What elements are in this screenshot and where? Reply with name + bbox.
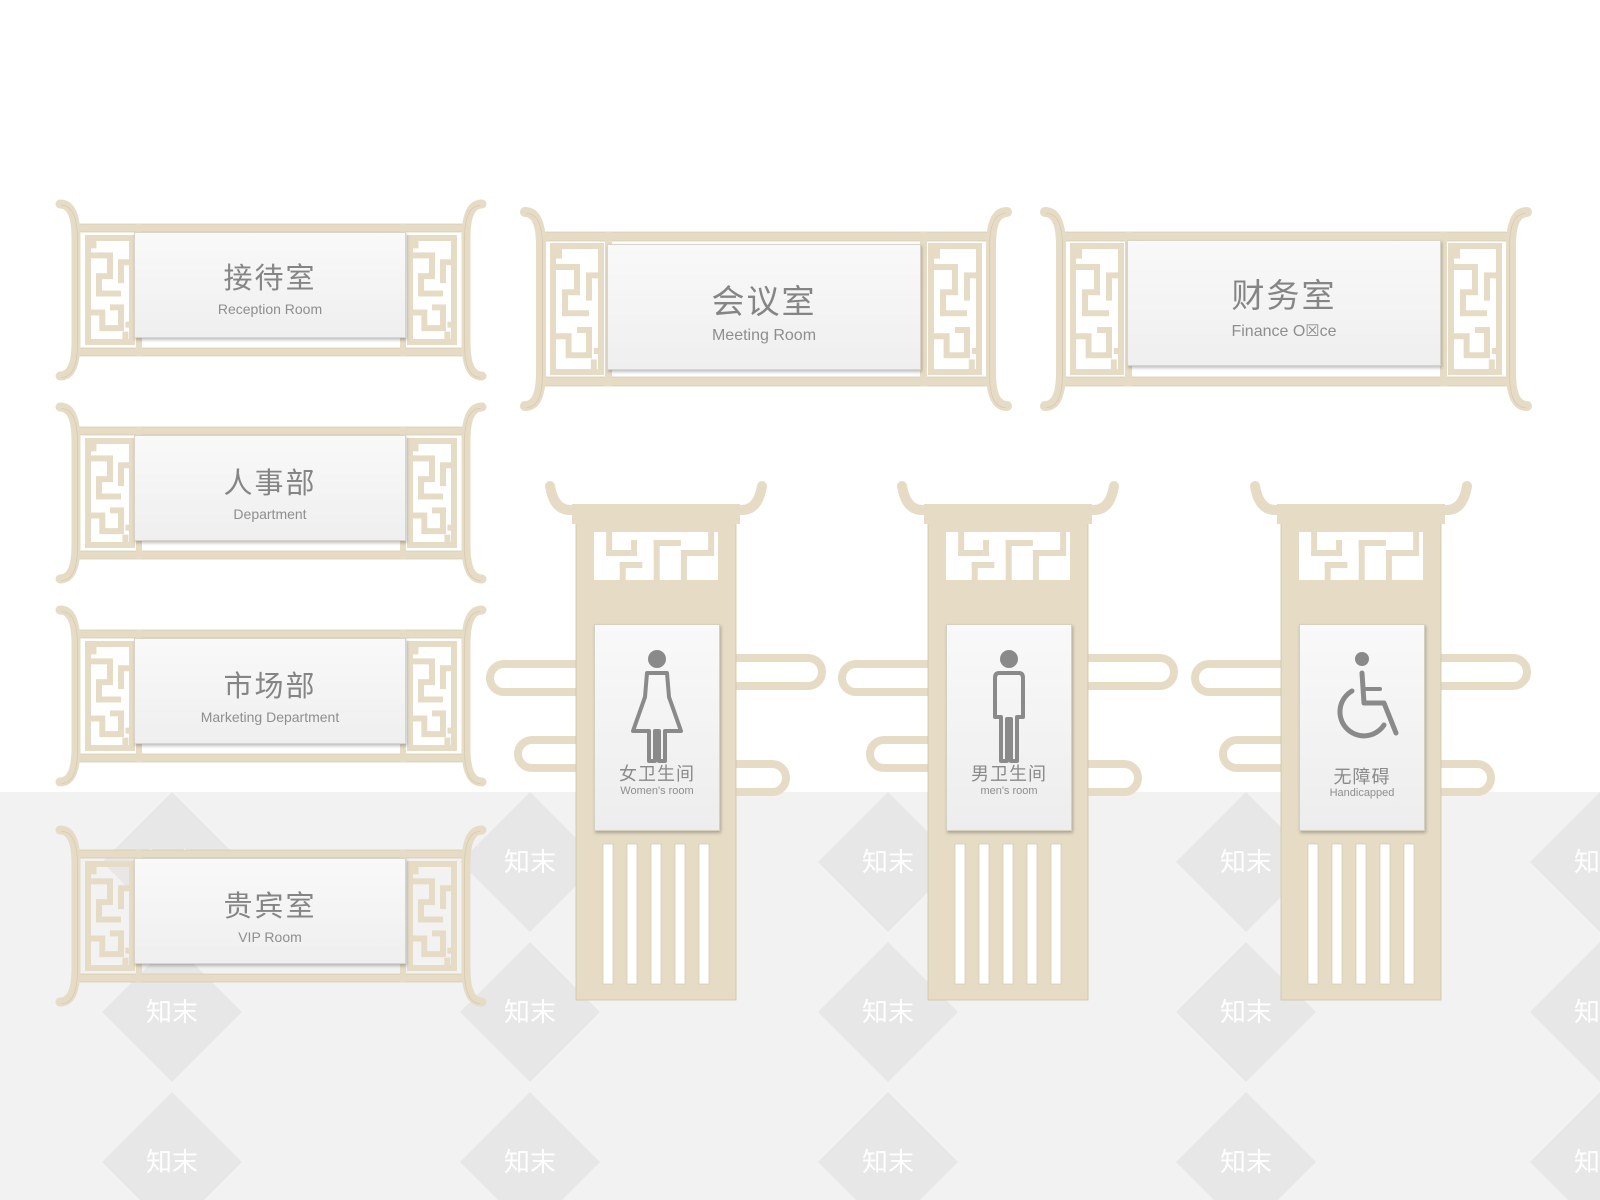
watermark-text: 知末 <box>862 848 914 878</box>
standing-frame <box>838 481 1178 1001</box>
lattice-pattern <box>1070 243 1124 375</box>
watermark-text: 知末 <box>1220 998 1272 1028</box>
lattice-pattern <box>85 861 135 971</box>
plate-title-cn: 贵宾室 <box>223 889 317 923</box>
plate-panel: 会议室 Meeting Room <box>607 244 921 370</box>
lattice-frame <box>55 825 487 1007</box>
frame-outline <box>55 825 487 1007</box>
watermark-text: 知末 <box>862 998 914 1028</box>
watermark-text: 知末 <box>504 1148 556 1178</box>
watermark-text: 知末 <box>504 848 556 878</box>
plate-title-en: VIP Room <box>238 929 302 945</box>
watermark-text: 知末 <box>1220 848 1272 878</box>
door-plate-finance: 财务室 Finance O☒ce <box>1040 207 1532 411</box>
watermark-text: 知末 <box>1574 848 1600 878</box>
lattice-pattern <box>407 641 457 751</box>
lattice-frame <box>55 199 487 381</box>
female-icon <box>631 650 683 763</box>
plate-title-cn: 财务室 <box>1231 276 1337 315</box>
door-plate-vip: 贵宾室 VIP Room <box>55 825 487 1007</box>
sign-title-en: Women's room <box>620 785 694 797</box>
sign-title-en: men's room <box>980 785 1038 797</box>
watermark-text: 知末 <box>146 1148 198 1178</box>
plate-title-cn: 接待室 <box>223 261 317 295</box>
lattice-pattern <box>407 861 457 971</box>
plate-panel: 财务室 Finance O☒ce <box>1127 240 1441 366</box>
plate-panel: 人事部 Department <box>134 435 406 541</box>
door-plate-marketing: 市场部 Marketing Department <box>55 605 487 787</box>
sign-panel: 男卫生间 men's room <box>946 624 1072 831</box>
plate-title-cn: 会议室 <box>711 282 817 321</box>
plate-title-en: Meeting Room <box>711 327 817 344</box>
plate-panel: 市场部 Marketing Department <box>134 638 406 744</box>
lattice-pattern <box>407 235 457 345</box>
lattice-pattern <box>407 438 457 548</box>
watermark-text: 知末 <box>1220 1148 1272 1178</box>
watermark-text: 知末 <box>862 1148 914 1178</box>
restroom-sign-men: 男卫生间 men's room <box>838 472 1182 1012</box>
plate-title-en: Finance O☒ce <box>1231 323 1337 340</box>
sign-title-cn: 无障碍 <box>1333 767 1391 788</box>
lattice-pattern <box>85 438 135 548</box>
plate-title-en: Reception Room <box>217 301 323 317</box>
sign-title-cn: 男卫生间 <box>971 764 1047 785</box>
plate-title-cn: 市场部 <box>223 669 317 703</box>
stand-body <box>838 481 1178 1001</box>
watermark-text: 知末 <box>1574 998 1600 1028</box>
sign-panel: 女卫生间 Women's room <box>594 624 720 831</box>
door-plate-meeting: 会议室 Meeting Room <box>520 207 1012 411</box>
lattice-pattern <box>85 641 135 751</box>
male-icon <box>993 650 1025 763</box>
lattice-pattern <box>928 243 982 375</box>
lattice-frame <box>55 605 487 787</box>
lattice-pattern <box>85 235 135 345</box>
door-plate-department: 人事部 Department <box>55 402 487 584</box>
plate-panel: 贵宾室 VIP Room <box>134 858 406 964</box>
lattice-pattern <box>1448 243 1502 375</box>
restroom-sign-handicapped: 无障碍 Handicapped <box>1191 472 1535 1012</box>
plate-title-en: Department <box>233 506 307 522</box>
wheelchair-icon <box>1337 652 1399 739</box>
lattice-frame <box>520 207 1012 411</box>
watermark-text: 知末 <box>146 998 198 1028</box>
watermark-text: 知末 <box>504 998 556 1028</box>
sign-title-cn: 女卫生间 <box>619 764 695 785</box>
lattice-pattern <box>550 243 604 375</box>
sign-title-en: Handicapped <box>1329 787 1395 799</box>
door-plate-reception: 接待室 Reception Room <box>55 199 487 381</box>
watermark-text: 知末 <box>1574 1148 1600 1178</box>
plate-panel: 接待室 Reception Room <box>134 232 406 338</box>
plate-title-en: Marketing Department <box>200 709 340 725</box>
plate-title-cn: 人事部 <box>223 466 317 500</box>
sign-panel: 无障碍 Handicapped <box>1299 624 1425 831</box>
restroom-sign-women: 女卫生间 Women's room <box>486 472 830 1012</box>
